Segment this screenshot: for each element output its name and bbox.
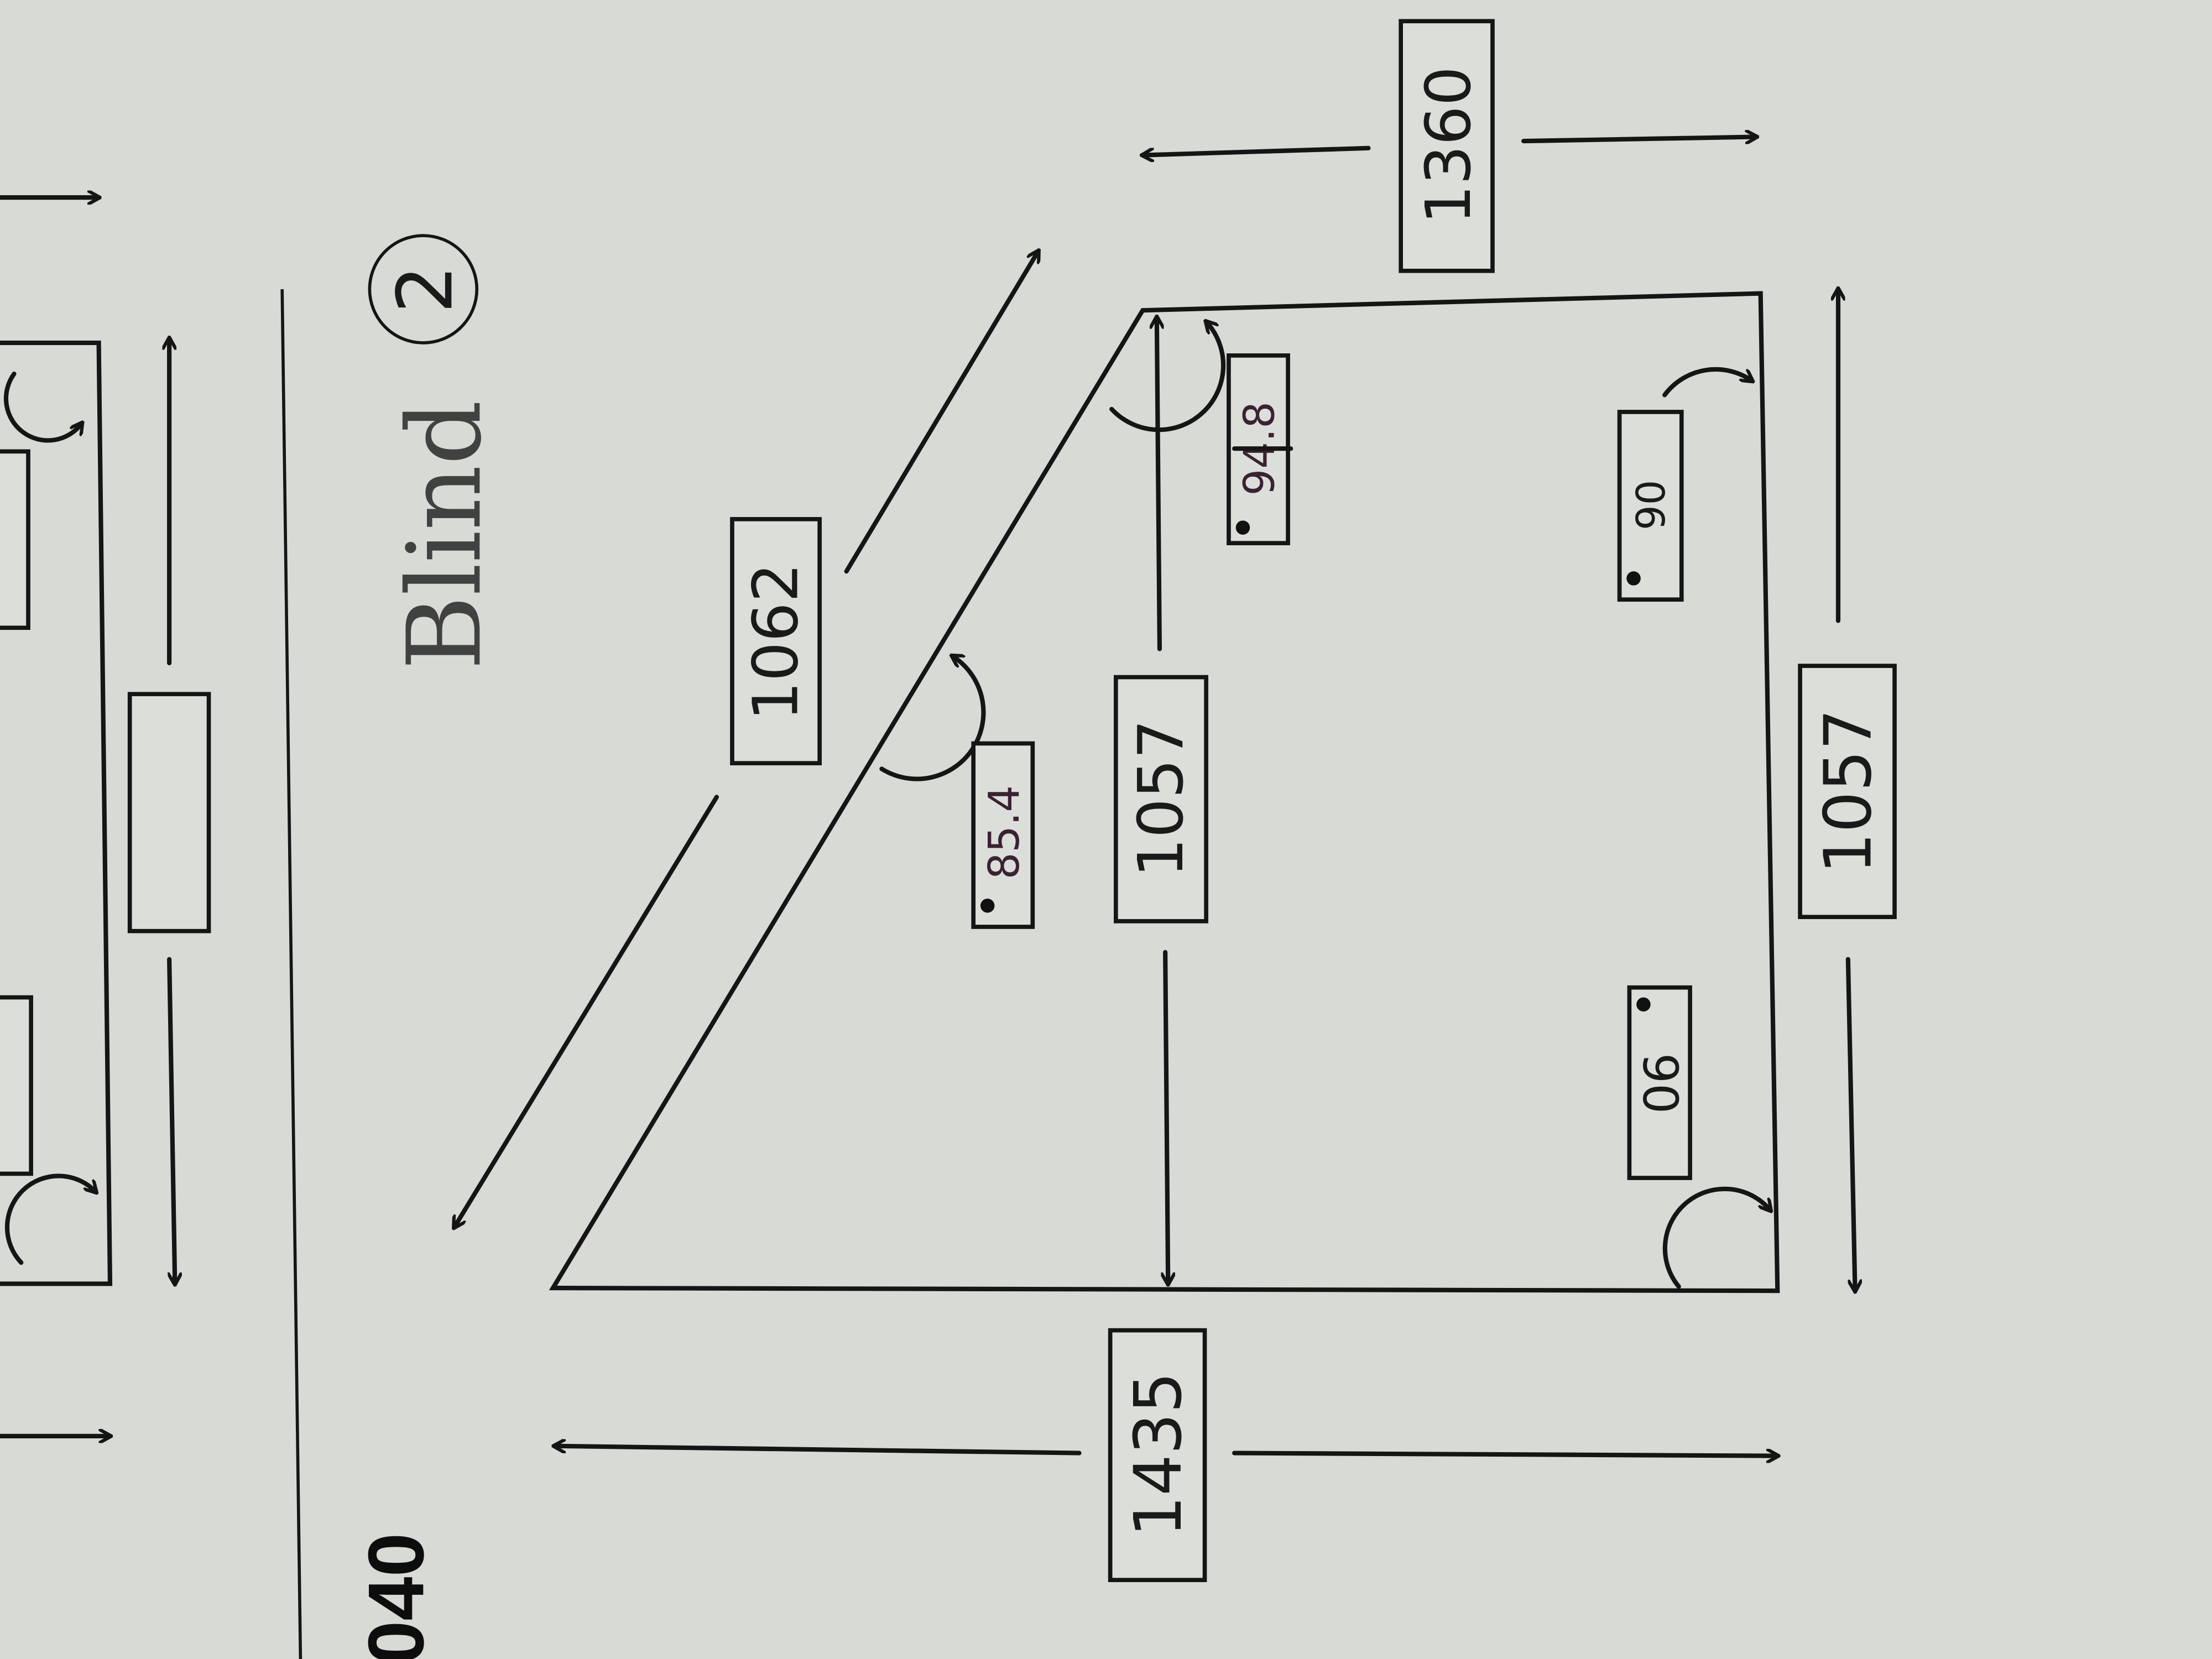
angle-top-right: 90: [1617, 410, 1684, 602]
top-width-value: 1360: [1413, 66, 1485, 225]
middle-height-value: 1057: [1125, 719, 1197, 878]
right-height-value: 1057: [1811, 709, 1886, 874]
blind-title: Blind: [386, 400, 504, 670]
blind-number-circle: [368, 234, 479, 345]
angle-top-right-value: 90: [1628, 480, 1674, 530]
blind-number: 2: [381, 265, 469, 314]
angle-diagonal: 85.4: [971, 741, 1035, 929]
angle-diagonal-value: 85.4: [980, 785, 1029, 879]
bottom-width-value: 1435: [1120, 1372, 1196, 1537]
diagonal-side-value: 1062: [740, 563, 812, 721]
angle-bottom-right: 90: [1627, 985, 1692, 1180]
sheet-code: 040: [352, 1533, 440, 1659]
blind-outline: [549, 291, 1780, 1293]
previous-blind-partial: [0, 197, 302, 1659]
angle-top-left: 94.8: [1227, 353, 1293, 545]
angle-bottom-right-value: 90: [1632, 1053, 1688, 1114]
